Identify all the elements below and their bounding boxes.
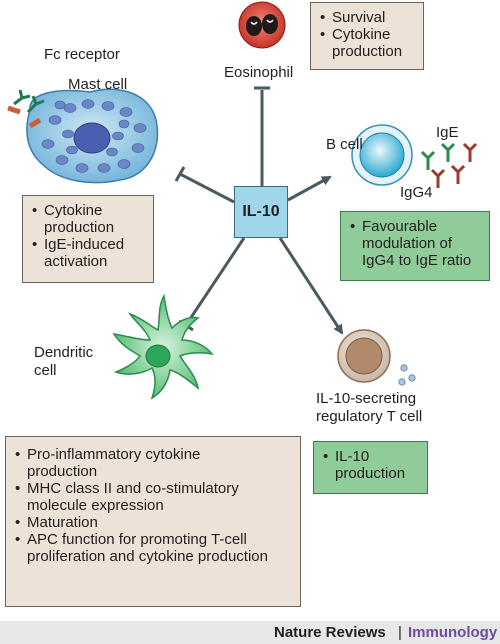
b-cell-effects-box: Favourable modulation of IgG4 to IgE rat…	[340, 211, 490, 281]
treg-label-line2: regulatory T cell	[316, 408, 423, 425]
il10-label: IL-10	[242, 203, 280, 220]
il10-center-box: IL-10	[234, 186, 288, 238]
dendritic-cell-label-line1: Dendritic	[34, 344, 94, 361]
il10-molecule-icon	[398, 364, 416, 386]
fc-receptor-icon	[7, 89, 45, 129]
mast-cell-effects-box: Cytokine production IgE-induced activati…	[22, 195, 154, 283]
inhibit-bar-mast-cell	[174, 166, 186, 182]
dendritic-cell-label-line2: cell	[34, 362, 57, 379]
effect-item: Favourable modulation of IgG4 to IgE rat…	[350, 218, 481, 269]
b-cell	[351, 124, 413, 186]
treg-label-line1: IL-10-secreting	[316, 390, 417, 407]
inhibit-line-dendritic	[184, 237, 246, 326]
regulatory-t-cell	[337, 329, 391, 383]
effect-item: APC function for promoting T-cell prolif…	[15, 531, 273, 565]
treg-effects-box: IL-10 production	[313, 441, 428, 494]
effect-item: IL-10 production	[323, 448, 419, 482]
footer-bar: Nature Reviews | Immunology	[0, 621, 500, 644]
antibody-icon	[420, 142, 478, 188]
inhibit-line-mast-cell	[179, 172, 235, 204]
effect-item: Pro-inflammatory cytokine production	[15, 446, 273, 480]
effect-item: MHC class II and co-stimulatory molecule…	[15, 480, 273, 514]
effect-item: Cytokine production	[32, 202, 145, 236]
activate-arrow-b-cell	[287, 175, 332, 202]
b-cell-label: B cell	[326, 136, 363, 153]
effect-item: Survival	[320, 9, 415, 26]
dendritic-cell-effects-box: Pro-inflammatory cytokine production MHC…	[5, 436, 301, 607]
fc-receptor-label: Fc receptor	[44, 46, 120, 63]
effect-item: Maturation	[15, 514, 273, 531]
eosinophil-effects-box: Survival Cytokine production	[310, 2, 424, 70]
ige-label: IgE	[436, 124, 459, 141]
journal-section: Immunology	[408, 624, 498, 641]
eosinophil-cell	[238, 1, 286, 49]
effect-item: Cytokine production	[320, 26, 415, 60]
igg4-label: IgG4	[400, 184, 433, 201]
activate-arrow-treg	[278, 237, 344, 335]
effect-item: IgE-induced activation	[32, 236, 145, 270]
journal-name: Nature Reviews	[274, 624, 386, 641]
dendritic-cell	[112, 293, 214, 400]
mast-cell	[26, 88, 159, 184]
footer-separator: |	[398, 624, 402, 641]
eosinophil-label: Eosinophil	[224, 64, 294, 81]
mast-cell-label: Mast cell	[68, 76, 128, 93]
